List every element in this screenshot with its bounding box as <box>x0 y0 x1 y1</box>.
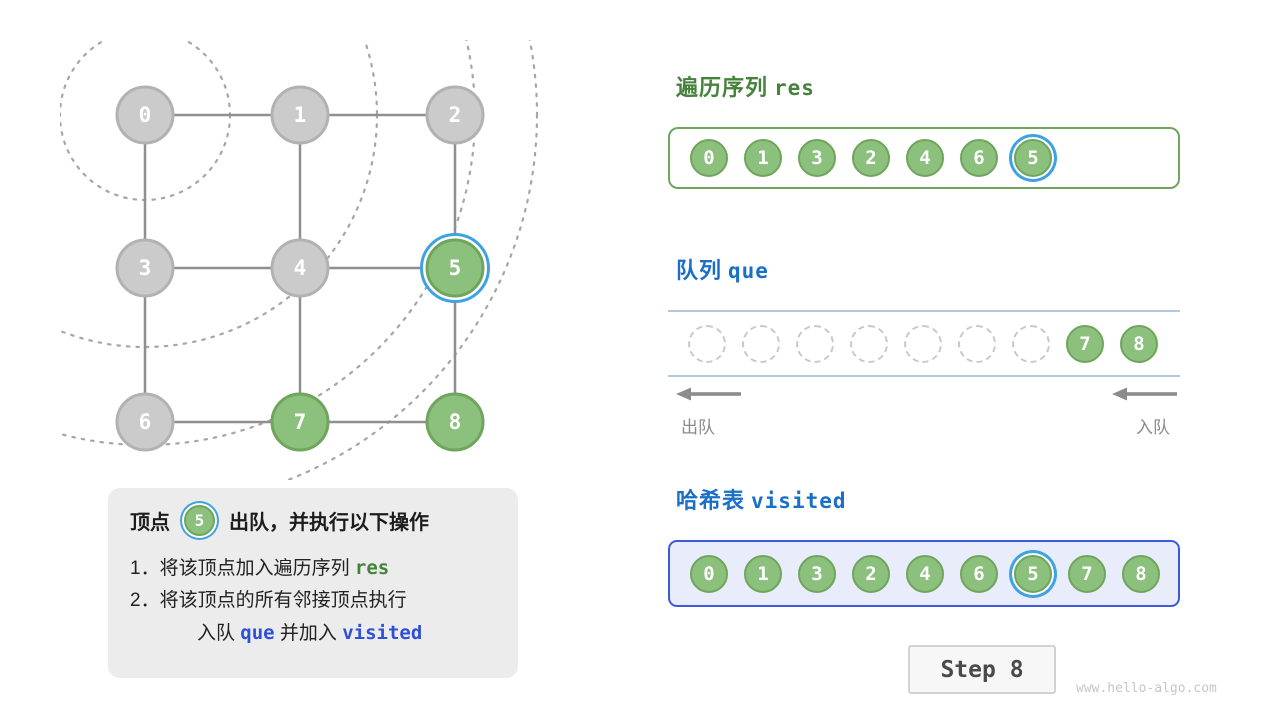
res-node-2: 2 <box>852 139 890 177</box>
visited-node-3: 3 <box>798 554 836 593</box>
info-step-1-number: 1． <box>130 558 160 579</box>
step-indicator: Step 8 <box>908 645 1056 694</box>
visited-node-5: 5 <box>1014 554 1052 593</box>
queue-header-zh: 队列 <box>676 258 723 283</box>
visited-node-7: 7 <box>1068 554 1106 593</box>
graph-node-7: 7 <box>270 392 330 452</box>
queue-empty-slot <box>796 324 834 363</box>
visited-node-6: 6 <box>960 554 998 593</box>
svg-text:4: 4 <box>294 256 307 280</box>
graph-node-3: 3 <box>115 238 175 298</box>
add-text: 并加入 <box>279 623 337 644</box>
queue-empty-slot <box>688 324 726 363</box>
svg-text:1: 1 <box>294 103 307 127</box>
graph-node-0: 0 <box>115 85 175 145</box>
graph-node-1: 1 <box>270 85 330 145</box>
queue-empty-slot <box>958 324 996 363</box>
svg-text:3: 3 <box>139 256 152 280</box>
res-node-4: 4 <box>906 139 944 177</box>
visited-node-4: 4 <box>906 554 944 593</box>
res-node-1: 1 <box>744 139 782 177</box>
svg-text:2: 2 <box>449 103 462 127</box>
svg-text:7: 7 <box>294 410 307 434</box>
dequeue-label: 出队 <box>681 418 715 437</box>
res-node-0: 0 <box>690 139 728 177</box>
visited-header-zh: 哈希表 <box>676 488 746 513</box>
enqueue-arrow-icon <box>1112 387 1177 401</box>
info-step-2: 2．将该顶点的所有邻接顶点执行 <box>130 585 496 617</box>
enqueue-text: 入队 <box>197 623 236 644</box>
graph-node-8: 8 <box>425 392 485 452</box>
res-code-token: res <box>354 557 390 579</box>
visited-node-1: 1 <box>744 554 782 593</box>
visited-node-0: 0 <box>690 554 728 593</box>
res-node-5: 5 <box>1014 139 1052 177</box>
visited-node-2: 2 <box>852 554 890 593</box>
info-title-prefix: 顶点 <box>130 512 170 534</box>
enqueue-label: 入队 <box>1136 418 1170 437</box>
info-step-2-continued: 入队 que 并加入 visited <box>130 617 496 650</box>
res-header-code: res <box>774 76 815 100</box>
queue-empty-slot <box>850 324 888 363</box>
info-step-1-text: 将该顶点加入遍历序列 <box>159 558 350 579</box>
current-node-chip: 5 <box>184 505 215 536</box>
visited-header-code: visited <box>751 489 847 513</box>
dequeue-arrow-icon <box>676 387 741 401</box>
res-node-3: 3 <box>798 139 836 177</box>
res-node-6: 6 <box>960 139 998 177</box>
queue-empty-slot <box>1012 324 1050 363</box>
queue-node-7: 7 <box>1066 324 1104 363</box>
graph-node-5: 5 <box>420 233 490 303</box>
bfs-wave-arc <box>284 40 538 480</box>
visited-node-8: 8 <box>1122 554 1160 593</box>
svg-text:5: 5 <box>449 256 462 280</box>
queue-empty-slot <box>904 324 942 363</box>
queue-header-code: que <box>728 259 769 283</box>
watermark: www.hello-algo.com <box>1076 681 1217 696</box>
bfs-wave-arc <box>60 40 379 349</box>
graph-canvas: 0 1 2 3 4 5 6 7 8 <box>60 40 538 480</box>
info-box: 顶点 5 出队，并执行以下操作 1．将该顶点加入遍历序列 res 2．将该顶点的… <box>108 488 518 678</box>
visited-code-token: visited <box>342 622 423 644</box>
que-code-token: que <box>240 622 275 644</box>
res-header-zh: 遍历序列 <box>676 75 769 100</box>
queue-empty-slot <box>742 324 780 363</box>
graph-node-4: 4 <box>270 238 330 298</box>
svg-text:6: 6 <box>139 410 152 434</box>
info-step-1: 1．将该顶点加入遍历序列 res <box>130 552 496 585</box>
graph-node-2: 2 <box>425 85 485 145</box>
svg-text:8: 8 <box>449 410 462 434</box>
graph-node-6: 6 <box>115 392 175 452</box>
info-step-2-number: 2． <box>130 590 160 611</box>
info-step-2-text: 将该顶点的所有邻接顶点执行 <box>159 590 407 611</box>
svg-text:0: 0 <box>139 103 152 127</box>
queue-node-8: 8 <box>1120 324 1158 363</box>
info-title: 顶点 5 出队，并执行以下操作 <box>130 505 496 536</box>
info-title-suffix: 出队，并执行以下操作 <box>229 512 429 534</box>
